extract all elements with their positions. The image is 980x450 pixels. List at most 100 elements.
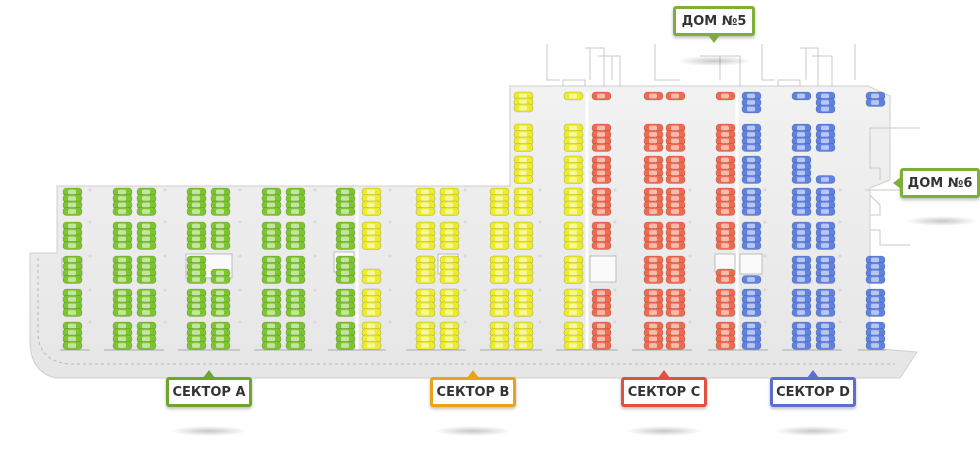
parking-space[interactable] [741, 288, 762, 298]
parking-space[interactable] [415, 241, 436, 250]
parking-space[interactable] [136, 275, 157, 284]
parking-space[interactable] [335, 228, 356, 237]
parking-space[interactable] [136, 341, 157, 350]
parking-space[interactable] [715, 321, 736, 331]
parking-space[interactable] [62, 341, 83, 350]
parking-space[interactable] [361, 187, 382, 197]
sector-b-tag[interactable]: СЕКТОР В [430, 370, 516, 407]
parking-space[interactable] [665, 162, 686, 171]
parking-space[interactable] [643, 162, 664, 171]
parking-space[interactable] [361, 295, 382, 304]
parking-space[interactable] [741, 104, 762, 114]
parking-space[interactable] [489, 221, 510, 231]
parking-space[interactable] [591, 207, 612, 216]
parking-space[interactable] [136, 308, 157, 317]
parking-space[interactable] [261, 301, 282, 311]
parking-space[interactable] [741, 130, 762, 139]
parking-space[interactable] [815, 341, 836, 350]
parking-space[interactable] [643, 334, 664, 344]
parking-space[interactable] [513, 321, 534, 331]
parking-space[interactable] [665, 194, 686, 203]
parking-space[interactable] [62, 255, 83, 265]
parking-space[interactable] [415, 262, 436, 271]
parking-space[interactable] [285, 207, 306, 216]
parking-space[interactable] [741, 334, 762, 344]
parking-space[interactable] [335, 200, 356, 210]
parking-space[interactable] [563, 130, 584, 139]
parking-space[interactable] [643, 275, 664, 284]
parking-space[interactable] [261, 228, 282, 237]
parking-space[interactable] [591, 91, 612, 101]
parking-space[interactable] [591, 341, 612, 350]
parking-space[interactable] [136, 194, 157, 203]
parking-space[interactable] [62, 268, 83, 278]
parking-space[interactable] [591, 228, 612, 237]
parking-space[interactable] [489, 321, 510, 331]
parking-space[interactable] [415, 341, 436, 350]
parking-space[interactable] [261, 341, 282, 350]
parking-space[interactable] [563, 268, 584, 278]
parking-space[interactable] [665, 301, 686, 311]
parking-space[interactable] [285, 295, 306, 304]
parking-space[interactable] [715, 155, 736, 165]
parking-space[interactable] [665, 207, 686, 216]
parking-space[interactable] [210, 341, 231, 350]
parking-space[interactable] [563, 234, 584, 244]
parking-space[interactable] [741, 123, 762, 133]
parking-space[interactable] [791, 155, 812, 165]
parking-space[interactable] [591, 194, 612, 203]
parking-space[interactable] [741, 200, 762, 210]
parking-space[interactable] [186, 200, 207, 210]
parking-space[interactable] [439, 341, 460, 350]
parking-space[interactable] [715, 136, 736, 146]
parking-space[interactable] [715, 130, 736, 139]
parking-space[interactable] [439, 334, 460, 344]
parking-space[interactable] [112, 334, 133, 344]
parking-space[interactable] [112, 255, 133, 265]
parking-space[interactable] [112, 228, 133, 237]
parking-space[interactable] [415, 221, 436, 231]
parking-space[interactable] [791, 194, 812, 203]
parking-space[interactable] [815, 136, 836, 146]
parking-space[interactable] [865, 98, 886, 107]
parking-space[interactable] [643, 228, 664, 237]
parking-space[interactable] [563, 194, 584, 203]
parking-space[interactable] [136, 295, 157, 304]
parking-space[interactable] [513, 341, 534, 350]
parking-space[interactable] [335, 268, 356, 278]
parking-space[interactable] [62, 275, 83, 284]
parking-space[interactable] [643, 194, 664, 203]
parking-space[interactable] [791, 143, 812, 152]
parking-space[interactable] [591, 321, 612, 331]
parking-space[interactable] [741, 207, 762, 216]
parking-space[interactable] [591, 162, 612, 171]
parking-space[interactable] [563, 262, 584, 271]
parking-space[interactable] [335, 207, 356, 216]
parking-space[interactable] [439, 275, 460, 284]
parking-space[interactable] [715, 308, 736, 317]
parking-space[interactable] [741, 143, 762, 152]
parking-space[interactable] [513, 234, 534, 244]
parking-space[interactable] [715, 168, 736, 178]
parking-space[interactable] [415, 301, 436, 311]
parking-space[interactable] [513, 275, 534, 284]
parking-space[interactable] [815, 207, 836, 216]
parking-space[interactable] [186, 207, 207, 216]
parking-space[interactable] [136, 221, 157, 231]
parking-space[interactable] [361, 321, 382, 331]
parking-space[interactable] [715, 143, 736, 152]
parking-space[interactable] [513, 334, 534, 344]
house6-tag[interactable]: ДОМ №6 [893, 168, 980, 198]
parking-space[interactable] [136, 301, 157, 311]
parking-space[interactable] [643, 328, 664, 337]
parking-space[interactable] [715, 187, 736, 197]
parking-space[interactable] [563, 328, 584, 337]
parking-space[interactable] [112, 187, 133, 197]
parking-space[interactable] [136, 187, 157, 197]
parking-space[interactable] [643, 341, 664, 350]
parking-space[interactable] [665, 175, 686, 184]
parking-space[interactable] [186, 228, 207, 237]
parking-space[interactable] [563, 241, 584, 250]
parking-space[interactable] [791, 168, 812, 178]
parking-space[interactable] [865, 301, 886, 311]
